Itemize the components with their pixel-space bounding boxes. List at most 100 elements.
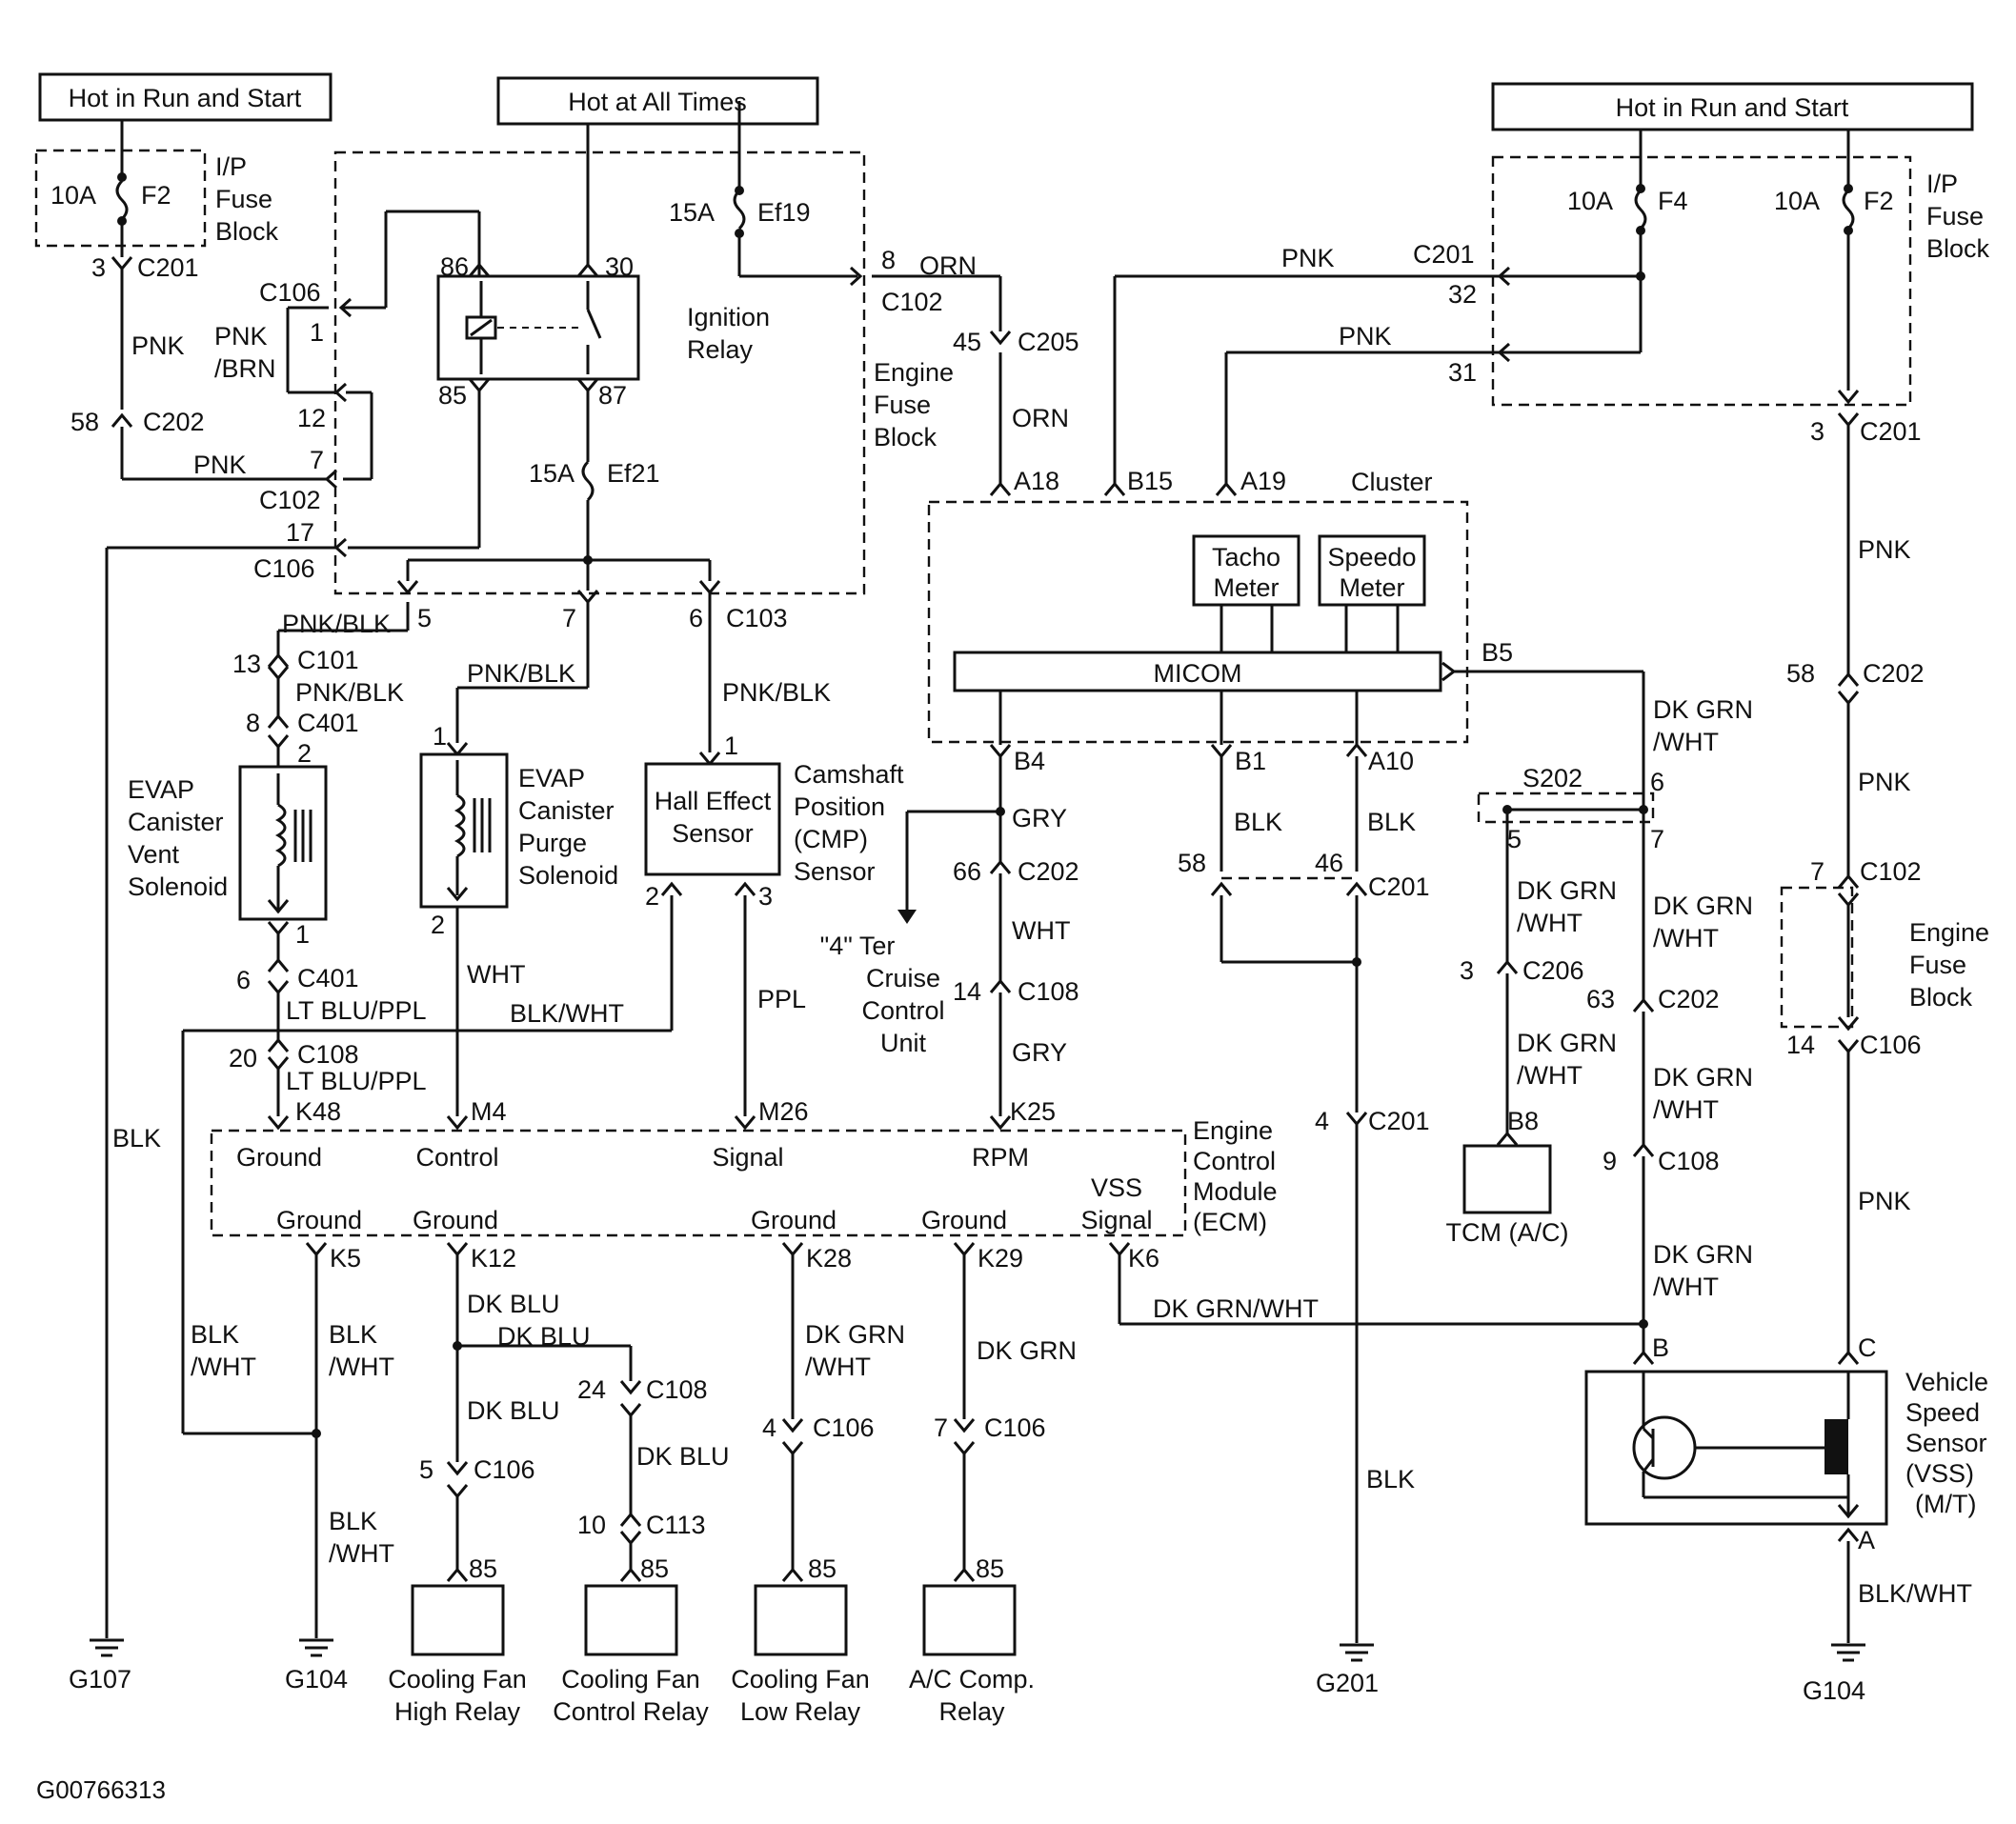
svg-text:PNK: PNK bbox=[193, 451, 247, 479]
rpm-circuit: "4" Ter Cruise Control Unit bbox=[820, 756, 1012, 1131]
svg-text:Cruise: Cruise bbox=[866, 964, 940, 992]
svg-text:RPM: RPM bbox=[972, 1143, 1029, 1172]
svg-text:86: 86 bbox=[440, 252, 469, 281]
svg-text:C108: C108 bbox=[297, 1040, 359, 1069]
svg-text:Hot at All Times: Hot at All Times bbox=[568, 88, 747, 116]
svg-text:Hall Effect: Hall Effect bbox=[655, 787, 772, 815]
svg-text:/WHT: /WHT bbox=[329, 1539, 394, 1568]
svg-text:Fuse: Fuse bbox=[1926, 202, 1984, 231]
svg-text:LT BLU/PPL: LT BLU/PPL bbox=[286, 996, 427, 1025]
svg-text:Ground: Ground bbox=[921, 1206, 1007, 1234]
svg-text:Signal: Signal bbox=[712, 1143, 783, 1172]
svg-text:PNK/BLK: PNK/BLK bbox=[467, 659, 575, 688]
svg-text:/WHT: /WHT bbox=[1653, 728, 1719, 756]
svg-text:7: 7 bbox=[562, 604, 576, 632]
svg-text:K6: K6 bbox=[1128, 1244, 1159, 1273]
svg-text:Ground: Ground bbox=[276, 1206, 362, 1234]
svg-text:Canister: Canister bbox=[128, 808, 224, 836]
svg-text:45: 45 bbox=[953, 328, 981, 356]
svg-text:VSS: VSS bbox=[1091, 1173, 1142, 1202]
ecm-output-circuits bbox=[305, 1242, 1131, 1638]
svg-text:Block: Block bbox=[1909, 983, 1973, 1012]
svg-text:58: 58 bbox=[1786, 659, 1815, 688]
svg-text:(VSS): (VSS) bbox=[1905, 1459, 1974, 1488]
svg-text:15A: 15A bbox=[529, 459, 575, 488]
svg-text:32: 32 bbox=[1448, 280, 1477, 309]
svg-text:10A: 10A bbox=[50, 181, 96, 210]
svg-text:C401: C401 bbox=[297, 964, 359, 992]
svg-text:EVAP: EVAP bbox=[128, 775, 194, 804]
svg-text:C201: C201 bbox=[1860, 417, 1922, 446]
svg-text:TCM (A/C): TCM (A/C) bbox=[1446, 1218, 1569, 1247]
svg-text:Vent: Vent bbox=[128, 840, 180, 869]
svg-text:Canister: Canister bbox=[518, 796, 615, 825]
svg-text:17: 17 bbox=[286, 518, 314, 547]
svg-text:4: 4 bbox=[1315, 1107, 1329, 1135]
svg-text:Ground: Ground bbox=[751, 1206, 837, 1234]
svg-text:C201: C201 bbox=[1368, 1107, 1430, 1135]
svg-text:C106: C106 bbox=[259, 278, 321, 307]
svg-text:A19: A19 bbox=[1240, 467, 1286, 495]
svg-text:Cluster: Cluster bbox=[1351, 468, 1433, 496]
svg-text:Cooling Fan: Cooling Fan bbox=[731, 1665, 870, 1694]
svg-text:85: 85 bbox=[976, 1554, 1004, 1583]
svg-text:LT BLU/PPL: LT BLU/PPL bbox=[286, 1067, 427, 1095]
svg-text:High Relay: High Relay bbox=[394, 1697, 521, 1726]
svg-text:M4: M4 bbox=[471, 1097, 507, 1126]
svg-text:Hot in Run and Start: Hot in Run and Start bbox=[1616, 93, 1849, 122]
svg-text:C202: C202 bbox=[143, 408, 205, 436]
svg-text:85: 85 bbox=[808, 1554, 837, 1583]
svg-text:C: C bbox=[1858, 1333, 1877, 1362]
svg-text:20: 20 bbox=[229, 1044, 257, 1072]
bottom-relays: Cooling Fan High Relay Cooling Fan Contr… bbox=[388, 1584, 1035, 1726]
svg-text:3: 3 bbox=[758, 882, 773, 911]
svg-text:7: 7 bbox=[310, 446, 324, 474]
svg-text:BLK: BLK bbox=[1367, 808, 1416, 836]
svg-text:14: 14 bbox=[1786, 1031, 1815, 1059]
svg-text:MICOM: MICOM bbox=[1154, 659, 1242, 688]
hall-effect-sensor: Hall Effect Sensor Camshaft Position (CM… bbox=[181, 760, 904, 1435]
svg-text:DK GRN: DK GRN bbox=[805, 1320, 905, 1349]
svg-text:DK GRN: DK GRN bbox=[1653, 695, 1753, 724]
svg-text:58: 58 bbox=[1178, 849, 1206, 877]
svg-text:A10: A10 bbox=[1368, 747, 1414, 775]
svg-text:G104: G104 bbox=[285, 1665, 348, 1694]
engine-control-module: Ground Control Signal RPM Ground Ground … bbox=[236, 1116, 1278, 1236]
svg-text:C206: C206 bbox=[1522, 956, 1584, 985]
svg-text:Signal: Signal bbox=[1080, 1206, 1152, 1234]
svg-text:12: 12 bbox=[297, 404, 326, 432]
svg-text:8: 8 bbox=[881, 246, 896, 274]
svg-text:31: 31 bbox=[1448, 358, 1477, 387]
fuse-labels: 10A F2 I/P Fuse Block Engine Fuse Block … bbox=[50, 152, 1990, 1012]
svg-text:C102: C102 bbox=[259, 486, 321, 514]
svg-text:9: 9 bbox=[1603, 1147, 1617, 1175]
s202-splice-pack bbox=[1477, 792, 1655, 824]
vehicle-speed-sensor: Vehicle Speed Sensor (VSS) (M/T) bbox=[1584, 1368, 1988, 1643]
svg-text:/WHT: /WHT bbox=[1653, 1273, 1719, 1301]
svg-text:Camshaft: Camshaft bbox=[794, 760, 904, 789]
svg-text:DK BLU: DK BLU bbox=[467, 1396, 560, 1425]
svg-text:A18: A18 bbox=[1014, 467, 1059, 495]
svg-text:C108: C108 bbox=[1658, 1147, 1720, 1175]
svg-text:G104: G104 bbox=[1803, 1676, 1865, 1705]
svg-text:(ECM): (ECM) bbox=[1193, 1208, 1267, 1236]
svg-text:C201: C201 bbox=[1413, 240, 1475, 269]
svg-text:EVAP: EVAP bbox=[518, 764, 585, 792]
svg-text:DK BLU: DK BLU bbox=[497, 1322, 591, 1351]
svg-text:/BRN: /BRN bbox=[214, 354, 276, 383]
svg-text:Meter: Meter bbox=[1339, 573, 1404, 602]
svg-text:6: 6 bbox=[1650, 768, 1664, 796]
figure-id: G00766313 bbox=[36, 1775, 166, 1804]
svg-text:6: 6 bbox=[236, 966, 251, 994]
svg-text:B5: B5 bbox=[1482, 638, 1513, 667]
svg-text:DK GRN/WHT: DK GRN/WHT bbox=[1153, 1294, 1319, 1323]
svg-text:6: 6 bbox=[689, 604, 703, 632]
svg-text:/WHT: /WHT bbox=[805, 1353, 871, 1381]
svg-text:BLK: BLK bbox=[329, 1320, 377, 1349]
svg-text:10: 10 bbox=[577, 1511, 606, 1539]
svg-text:PNK/BLK: PNK/BLK bbox=[282, 610, 391, 638]
svg-text:10A: 10A bbox=[1774, 187, 1820, 215]
svg-text:G201: G201 bbox=[1316, 1669, 1379, 1697]
svg-text:A/C Comp.: A/C Comp. bbox=[909, 1665, 1035, 1694]
svg-text:87: 87 bbox=[598, 381, 627, 410]
